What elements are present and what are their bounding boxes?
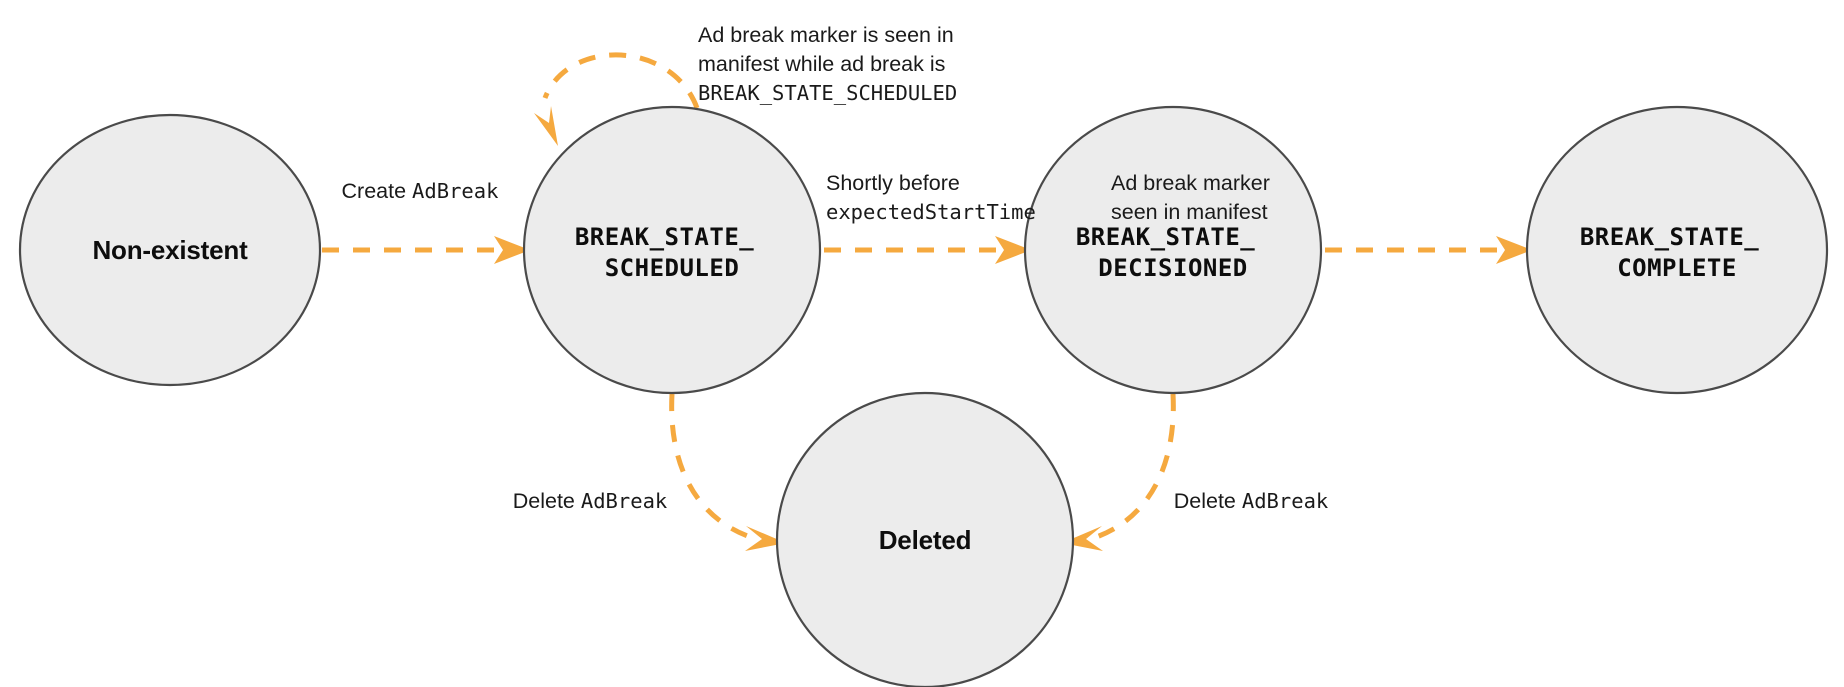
edge-label-scheduled-to-deleted: Delete AdBreak: [513, 489, 668, 513]
node-non-existent-label: Non-existent: [92, 235, 248, 265]
node-break-state-complete[interactable]: BREAK_STATE_ COMPLETE: [1525, 105, 1829, 395]
edge-scheduled-to-decisioned-arrowhead: [995, 236, 1031, 264]
edge-self-loop-scheduled: [534, 52, 700, 146]
edge-decisioned-to-complete: [1325, 236, 1532, 264]
node-deleted-shape[interactable]: [775, 391, 1075, 687]
node-deleted-label: Deleted: [879, 525, 972, 555]
edge-decisioned-to-complete-arrowhead: [1496, 236, 1532, 264]
node-break-state-scheduled-shape[interactable]: [522, 105, 822, 395]
node-break-state-complete-shape[interactable]: [1525, 105, 1829, 395]
node-break-state-decisioned-label: BREAK_STATE_ DECISIONED: [1076, 223, 1270, 282]
edge-decisioned-to-deleted-line: [1086, 393, 1176, 543]
node-break-state-scheduled-label: BREAK_STATE_ SCHEDULED: [575, 223, 769, 282]
edge-self-loop-scheduled-arrowhead: [534, 106, 558, 146]
edge-scheduled-to-deleted-arrowhead: [745, 526, 786, 551]
edge-scheduled-to-deleted-line: [669, 393, 761, 543]
edge-scheduled-to-deleted: [669, 393, 786, 551]
edge-create-adbreak-arrowhead: [494, 236, 530, 264]
node-break-state-decisioned[interactable]: BREAK_STATE_ DECISIONED: [1023, 105, 1323, 395]
edge-label-decisioned-to-deleted: Delete AdBreak: [1174, 489, 1329, 513]
edge-scheduled-to-decisioned: [824, 236, 1031, 264]
edge-self-loop-scheduled-line: [542, 52, 700, 109]
edge-decisioned-to-deleted: [1062, 393, 1176, 551]
node-non-existent[interactable]: Non-existent: [18, 113, 322, 387]
node-break-state-decisioned-shape[interactable]: [1023, 105, 1323, 395]
node-break-state-complete-label: BREAK_STATE_ COMPLETE: [1580, 223, 1774, 282]
node-deleted[interactable]: Deleted: [775, 391, 1075, 687]
edge-label-create-adbreak: Create AdBreak: [342, 179, 500, 203]
edge-create-adbreak: [322, 236, 530, 264]
node-non-existent-shape[interactable]: [18, 113, 322, 387]
node-break-state-scheduled[interactable]: BREAK_STATE_ SCHEDULED: [522, 105, 822, 395]
